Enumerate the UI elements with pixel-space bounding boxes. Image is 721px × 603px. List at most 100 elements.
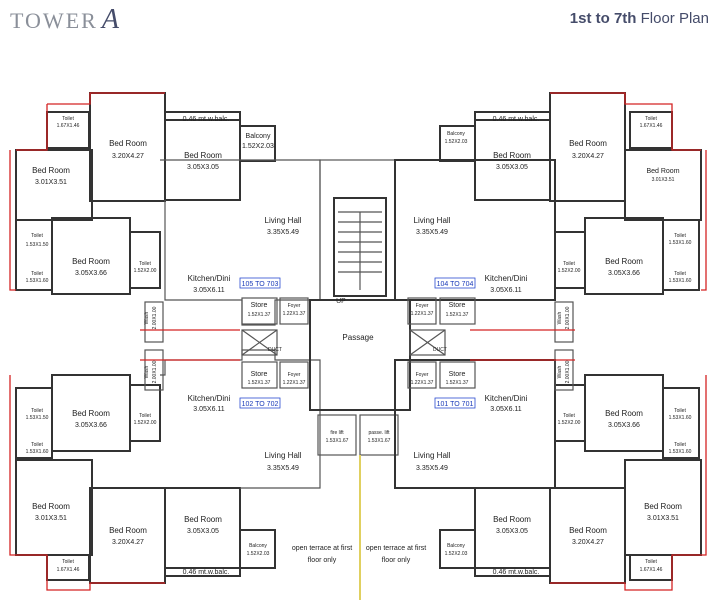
store-tr-label: Store [449, 302, 466, 309]
walls-top-right [394, 92, 702, 343]
living-br-label: Living Hall [414, 451, 451, 460]
bedroom-bl-4-label: Bed Room [184, 515, 222, 524]
toilet-tr-4-dim: 1.52X2.00 [558, 268, 581, 274]
toilet-tr-3-label: Toilet [674, 271, 686, 277]
bedroom-tl-3-label: Bed Room [32, 166, 70, 175]
passage-label: Passage [342, 333, 374, 342]
balcony-bl-dim: 1.52X2.03 [247, 551, 270, 557]
store-tl-label: Store [251, 302, 268, 309]
bedroom-tl-4-dim: 3.05X3.66 [75, 270, 107, 277]
bedroom-tl-2-dim: 3.05X3.05 [187, 164, 219, 171]
bedroom-tr-2-label: Bed Room [569, 139, 607, 148]
toilet-br-2-label: Toilet [674, 442, 686, 448]
bedroom-bl-2-dim: 3.01X3.51 [35, 515, 67, 522]
toilet-tl-4-label: Toilet [139, 261, 151, 267]
duct-left-label: DUCT [268, 347, 282, 353]
terrace-left-line1: open terrace at first [292, 545, 352, 552]
balcony-bl-label: Balcony [249, 543, 267, 549]
toilet-tl-4-dim: 1.52X2.00 [134, 268, 157, 274]
balcony-tr-label: Balcony [447, 131, 465, 137]
balc-br-label: 0.46 mt.w.balc. [493, 569, 540, 576]
stair-up-label: UP [336, 298, 346, 305]
foyer-tl-label: Foyer [288, 303, 301, 309]
balcony-tr-dim: 1.52X2.03 [445, 139, 468, 145]
store-bl-label: Store [251, 371, 268, 378]
bedroom-bl-3-label: Bed Room [109, 526, 147, 535]
living-bl-dim: 3.35X5.49 [267, 465, 299, 472]
plan-title: 1st to 7th Floor Plan [570, 10, 709, 27]
living-tl-dim: 3.35X5.49 [267, 229, 299, 236]
toilet-br-4-label: Toilet [645, 559, 657, 565]
unit-label-top-right: 104 TO 704 [437, 281, 474, 288]
kitchen-br-label: Kitchen/Dini [485, 394, 528, 403]
bedroom-bl-1-dim: 3.05X3.66 [75, 422, 107, 429]
foyer-tl-dim: 1.22X1.37 [283, 311, 306, 317]
wash-bl-label: Wash [144, 365, 150, 378]
bedroom-tl-3-dim: 3.01X3.51 [35, 179, 67, 186]
bedroom-tl-2-label: Bed Room [184, 151, 222, 160]
kitchen-tr-label: Kitchen/Dini [485, 274, 528, 283]
toilet-tr-2-label: Toilet [674, 233, 686, 239]
bedroom-br-2-label: Bed Room [644, 502, 682, 511]
logo-text: TOWER [10, 8, 98, 33]
store-bl-dim: 1.52X1.37 [248, 380, 271, 386]
plan-title-bold: 1st to 7th [569, 10, 637, 27]
toilet-br-2-dim: 1.53X1.60 [669, 449, 692, 455]
wash-tl-label: Wash [144, 311, 150, 324]
terrace-right-line1: open terrace at first [366, 545, 426, 552]
toilet-br-4-dim: 1.67X1.46 [640, 567, 663, 573]
wash-tl-dim: 2.00X1.00 [152, 306, 158, 329]
toilet-br-1-dim: 1.53X1.60 [669, 415, 692, 421]
bedroom-tr-3-label: Bed Room [646, 168, 679, 175]
kitchen-br-dim: 3.05X6.11 [490, 406, 522, 413]
toilet-tl-3-dim: 1.53X1.60 [26, 278, 49, 284]
foyer-tr-dim: 1.22X1.37 [411, 311, 434, 317]
balcony-tl-label: Balcony [246, 133, 271, 140]
bedroom-br-4-label: Bed Room [493, 515, 531, 524]
duct-right-label: DUCT [433, 347, 447, 353]
balcony-br-label: Balcony [447, 543, 465, 549]
toilet-br-1-label: Toilet [674, 408, 686, 414]
bedroom-br-1-dim: 3.05X3.66 [608, 422, 640, 429]
store-br-dim: 1.52X1.37 [446, 380, 469, 386]
toilet-tr-4-label: Toilet [563, 261, 575, 267]
bedroom-tr-4-dim: 3.05X3.66 [608, 270, 640, 277]
pass-lift-dim: 1.53X1.67 [368, 438, 391, 444]
bedroom-bl-1-label: Bed Room [72, 409, 110, 418]
toilet-bl-1-dim: 1.53X1.50 [26, 415, 49, 421]
kitchen-tl-label: Kitchen/Dini [188, 274, 231, 283]
toilet-tl-1-dim: 1.67X1.46 [57, 123, 80, 129]
wash-br-dim: 2.00X1.00 [565, 360, 571, 383]
foyer-bl-label: Foyer [288, 372, 301, 378]
center-core [241, 159, 446, 600]
logo-letter: A [101, 4, 121, 35]
foyer-br-dim: 1.22X1.37 [411, 380, 434, 386]
bedroom-br-4-dim: 3.05X3.05 [496, 528, 528, 535]
bedroom-tr-2-dim: 3.20X4.27 [572, 153, 604, 160]
kitchen-bl-dim: 3.05X6.11 [193, 406, 225, 413]
wash-tr-label: Wash [557, 311, 563, 324]
unit-label-top-left: 105 TO 703 [242, 281, 279, 288]
bedroom-tl-main-label: Bed Room [109, 139, 147, 148]
living-tr-dim: 3.35X5.49 [416, 229, 448, 236]
toilet-tl-2-label: Toilet [31, 233, 43, 239]
wash-tr-dim: 2.00X1.00 [565, 306, 571, 329]
balc-tr-label: 0.46 mt.w.balc. [493, 116, 540, 123]
store-br-label: Store [449, 371, 466, 378]
toilet-tr-1-label: Toilet [645, 116, 657, 122]
balc-bl-label: 0.46 mt.w.balc. [183, 569, 230, 576]
kitchen-tr-dim: 3.05X6.11 [490, 287, 522, 294]
fire-lift-dim: 1.53X1.67 [326, 438, 349, 444]
toilet-bl-2-label: Toilet [31, 442, 43, 448]
walls-bottom-left [15, 349, 321, 584]
toilet-bl-3-dim: 1.52X2.00 [134, 420, 157, 426]
bedroom-bl-3-dim: 3.20X4.27 [112, 539, 144, 546]
bedroom-br-2-dim: 3.01X3.51 [647, 515, 679, 522]
bedroom-tl-4-label: Bed Room [72, 257, 110, 266]
bedroom-tr-1-label: Bed Room [493, 151, 531, 160]
kitchen-tl-dim: 3.05X6.11 [193, 287, 225, 294]
foyer-bl-dim: 1.22X1.37 [283, 380, 306, 386]
terrace-right-line2: floor only [382, 557, 411, 564]
